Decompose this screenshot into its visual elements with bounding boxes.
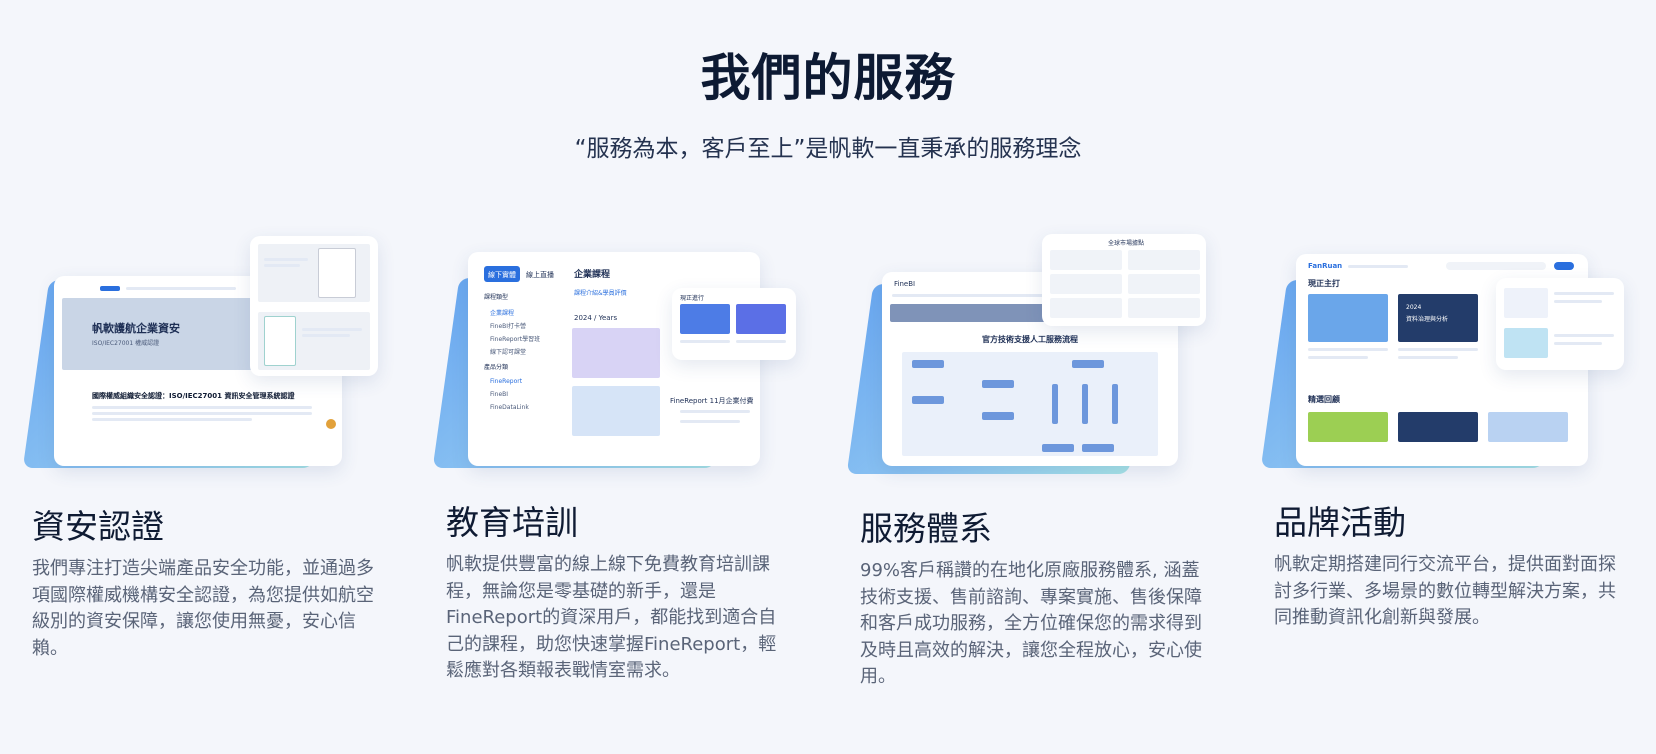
global-offices-popup: 全球市場據點 (1042, 234, 1206, 326)
support-illustration: FineBI 官方技術支援人工服務流程 全球市場據點 (846, 234, 1250, 490)
card-description: 99%客戶稱讚的在地化原廠服務體系, 涵蓋技術支援、售前諮詢、專案實施、售後保障… (860, 560, 1202, 687)
service-card-security[interactable]: 帆軟護航企業資安 ISO/IEC27001 權威認證 國際權威組織安全認證：IS… (22, 236, 422, 659)
card-description: 帆軟提供豐富的線上線下免費教育培訓課程，無論您是零基礎的新手，還是FineRep… (446, 554, 777, 681)
service-card-events[interactable]: FanRuan 現正主打 2024 資料治理與分析 精選回顧 (1260, 240, 1656, 628)
card-title: 資安認證 (32, 507, 164, 546)
section-subtitle: “服務為本，客戶至上”是帆軟一直秉承的服務理念 (574, 136, 1082, 162)
section-title: 我們的服務 (700, 49, 956, 107)
event-list-popup (1496, 278, 1624, 370)
security-illustration: 帆軟護航企業資安 ISO/IEC27001 權威認證 國際權威組織安全認證：IS… (22, 236, 422, 490)
events-illustration: FanRuan 現正主打 2024 資料治理與分析 精選回顧 (1260, 240, 1656, 490)
card-description: 我們專注打造尖端產品安全功能，並通過多項國際權威機構安全認證，為您提供如航空級別… (32, 558, 374, 659)
card-title: 教育培訓 (446, 503, 578, 542)
service-card-support[interactable]: FineBI 官方技術支援人工服務流程 全球市場據點 (846, 234, 1250, 687)
card-title: 服務體系 (860, 509, 992, 548)
certificate-popup (250, 236, 378, 376)
card-description: 帆軟定期搭建同行交流平台，提供面對面探討多行業、多場景的數位轉型解決方案，共同推… (1274, 554, 1616, 628)
service-card-education[interactable]: 線下實體 線上直播 企業課程 課程介紹&學員評價 課程類型 企業課程 FineB… (432, 240, 836, 681)
education-illustration: 線下實體 線上直播 企業課程 課程介紹&學員評價 課程類型 企業課程 FineB… (432, 240, 836, 490)
card-title: 品牌活動 (1274, 503, 1406, 542)
live-course-popup: 現正進行 (672, 288, 796, 360)
